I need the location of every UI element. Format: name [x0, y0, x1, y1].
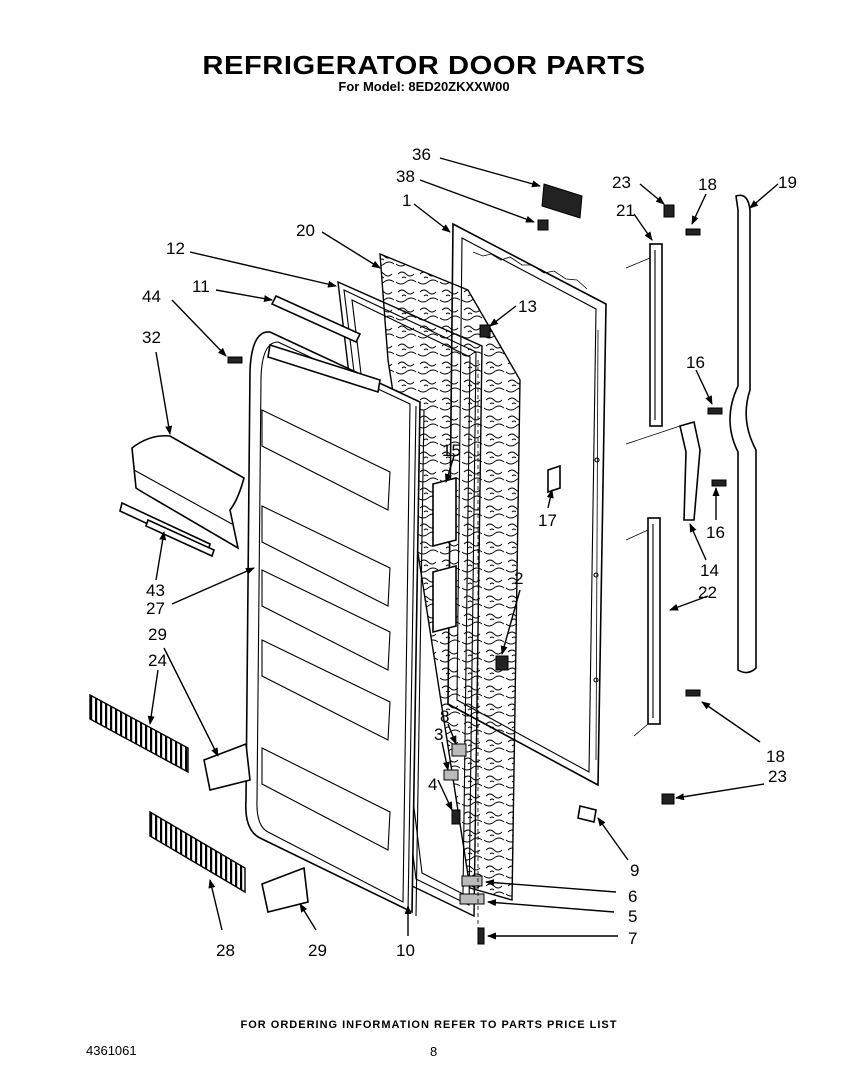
callout-2: 2 — [514, 569, 523, 588]
ordering-note: FOR ORDERING INFORMATION REFER TO PARTS … — [240, 1019, 618, 1031]
callout-18-lower: 18 — [766, 747, 785, 766]
callout-11: 11 — [192, 277, 210, 296]
callout-29-upper: 29 — [148, 625, 167, 644]
callout-10: 10 — [396, 941, 415, 960]
kickplate-grille-28 — [149, 810, 309, 913]
model-subtitle: For Model: 8ED20ZKXXW00 — [338, 79, 510, 94]
document-number: 4361061 — [86, 1043, 137, 1058]
callout-19: 19 — [778, 173, 797, 192]
callout-4: 4 — [428, 775, 437, 794]
top-trim-strips — [267, 294, 381, 394]
callout-16-lower: 16 — [706, 523, 725, 542]
callout-9: 9 — [630, 861, 639, 880]
callout-14: 14 — [700, 561, 719, 580]
callout-32: 32 — [142, 328, 161, 347]
kickplate-grille-24 — [89, 693, 251, 791]
callout-3: 3 — [434, 725, 443, 744]
callout-43: 43 — [146, 581, 165, 600]
callout-1: 1 — [402, 191, 411, 210]
callout-17: 17 — [538, 511, 557, 530]
leader-lines — [147, 157, 779, 940]
shelf-bar-32 — [119, 434, 245, 558]
callout-23: 23 — [612, 173, 631, 192]
callout-16-upper: 16 — [686, 353, 705, 372]
page-title: REFRIGERATOR DOOR PARTS — [202, 50, 646, 80]
callout-13: 13 — [518, 297, 537, 316]
small-parts-top — [227, 183, 701, 364]
callout-21: 21 — [616, 201, 635, 220]
callout-6: 6 — [628, 887, 637, 906]
callout-44: 44 — [142, 287, 161, 306]
callout-numbers: 36 38 1 23 18 19 21 20 12 11 13 44 32 16… — [142, 145, 797, 960]
hinge-parts — [443, 324, 597, 945]
callout-23-lower: 23 — [768, 767, 787, 786]
handle-parts — [625, 194, 757, 805]
callout-22: 22 — [698, 583, 717, 602]
callout-36: 36 — [412, 145, 431, 164]
callout-29-lower: 29 — [308, 941, 327, 960]
callout-27: 27 — [146, 599, 165, 618]
callout-18: 18 — [698, 175, 717, 194]
callout-28: 28 — [216, 941, 235, 960]
callout-15: 15 — [442, 441, 461, 460]
callout-24: 24 — [148, 651, 167, 670]
inner-door-liner — [244, 331, 425, 917]
callout-8: 8 — [440, 707, 449, 726]
callout-7: 7 — [628, 929, 637, 948]
page-number: 8 — [430, 1044, 438, 1059]
callout-12: 12 — [166, 239, 185, 258]
callout-5: 5 — [628, 907, 637, 926]
callout-20: 20 — [296, 221, 315, 240]
callout-38: 38 — [396, 167, 415, 186]
